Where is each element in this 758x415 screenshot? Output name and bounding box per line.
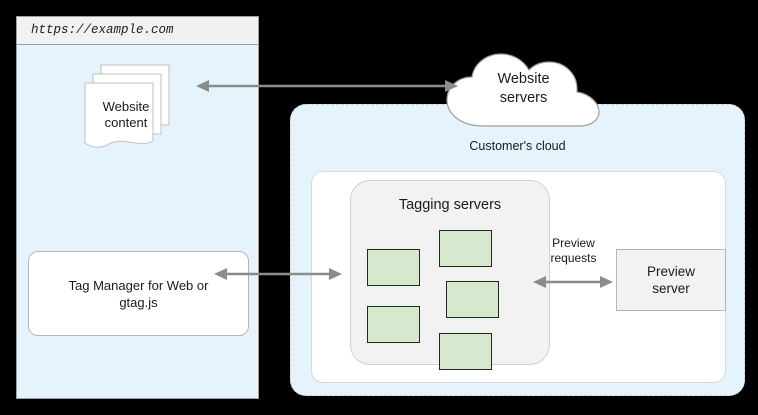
arrow-tagmanager-to-tagging-servers — [214, 268, 342, 280]
server-node[interactable] — [367, 249, 420, 286]
tag-manager-box[interactable]: Tag Manager for Web or gtag.js — [28, 251, 249, 336]
arrow-tagging-servers-to-preview-server — [533, 276, 613, 288]
website-servers-label: Website servers — [497, 71, 550, 106]
website-content-label: Website content — [102, 99, 150, 130]
customer-cloud-label: Customer's cloud — [469, 139, 566, 153]
stacked-pages-icon — [84, 64, 170, 148]
preview-server-label: Preview server — [646, 264, 695, 296]
server-node[interactable] — [446, 281, 499, 318]
server-node[interactable] — [439, 230, 492, 267]
tagging-servers-group: Tagging servers — [350, 180, 550, 370]
website-content-pages: Website content — [83, 63, 187, 163]
server-node[interactable] — [439, 333, 492, 370]
browser-window: https://example.com Website content Tag … — [16, 16, 259, 399]
tagging-servers-title: Tagging servers — [398, 197, 502, 213]
url-text: https://example.com — [31, 23, 174, 37]
arrow-content-to-website-servers — [196, 80, 458, 92]
cloud-icon — [446, 53, 600, 127]
tag-manager-label: Tag Manager for Web or gtag.js — [68, 277, 209, 310]
preview-requests-label: Preview requests — [550, 236, 597, 265]
website-servers-cloud: Website servers — [441, 44, 606, 129]
preview-server-box[interactable]: Preview server — [616, 249, 726, 311]
browser-address-bar[interactable] — [17, 17, 258, 45]
server-node[interactable] — [367, 306, 420, 343]
